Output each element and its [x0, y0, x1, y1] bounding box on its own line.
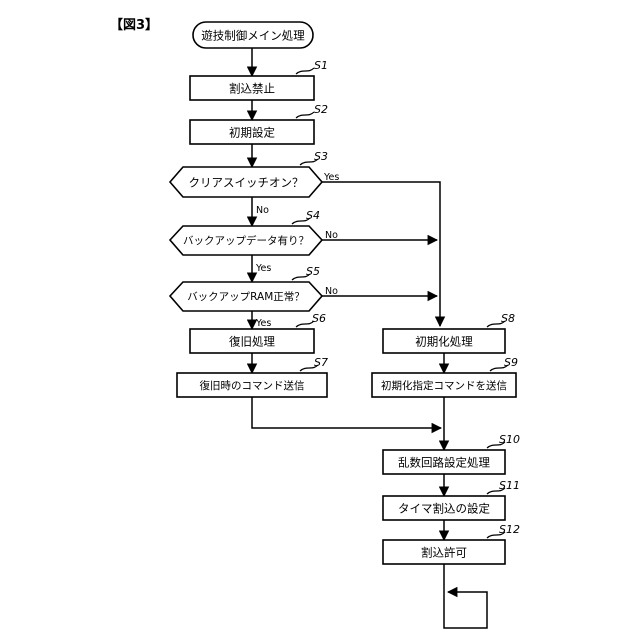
s3-label: クリアスイッチオン？: [189, 176, 304, 190]
s4-no-label: No: [325, 230, 338, 241]
node-s3: クリアスイッチオン？ S3 Yes No: [168, 150, 339, 216]
s5-no-label: No: [325, 286, 338, 297]
s10-shape: [382, 449, 506, 475]
s10-label: 乱数回路設定処理: [398, 456, 490, 470]
s1-step-tag: S1: [314, 59, 328, 72]
node-s9: 初期化指定コマンドを送信 S9: [371, 356, 518, 398]
s4-step-tag: S4: [306, 209, 320, 222]
s4-shape: [168, 225, 324, 256]
s6-label: 復旧処理: [229, 335, 275, 349]
s11-shape: [382, 495, 506, 521]
s1-label: 割込禁止: [229, 82, 275, 96]
s12-label: 割込許可: [421, 546, 467, 560]
s9-label: 初期化指定コマンドを送信: [381, 379, 507, 392]
s5-shape: [168, 281, 324, 312]
s4-yes-label: Yes: [255, 263, 271, 274]
connector-s3-yes-to-rail: [322, 181, 446, 328]
s11-step-tag: S11: [499, 479, 520, 492]
s8-label: 初期化処理: [415, 335, 473, 349]
s7-label: 復旧時のコマンド送信: [200, 379, 305, 392]
s3-yes-label: Yes: [323, 172, 339, 183]
node-s6: 復旧処理 S6: [189, 312, 326, 354]
s2-step-tag: S2: [314, 103, 328, 116]
s9-step-tag: S9: [504, 356, 518, 369]
start-label: 遊技制御メイン処理: [201, 29, 305, 43]
node-s7: 復旧時のコマンド送信 S7: [176, 356, 328, 398]
s8-shape: [382, 328, 506, 354]
s7-shape: [176, 372, 328, 398]
s2-shape: [189, 119, 315, 145]
node-s8: 初期化処理 S8: [382, 312, 515, 354]
s9-shape: [371, 372, 517, 398]
s2-label: 初期設定: [229, 126, 275, 140]
node-s2: 初期設定 S2: [189, 103, 328, 145]
s6-shape: [189, 328, 315, 354]
s12-shape: [382, 539, 506, 565]
s5-label: バックアップRAM正常？: [187, 290, 305, 303]
s1-shape: [189, 75, 315, 101]
s3-shape: [168, 166, 324, 198]
node-s11: タイマ割込の設定 S11: [382, 479, 520, 521]
node-s5: バックアップRAM正常？ S5 No Yes: [168, 265, 338, 329]
connector-s7-to-rail: [251, 397, 443, 434]
figure-label: 【図3】: [110, 17, 158, 33]
node-start: 遊技制御メイン処理: [192, 21, 314, 49]
node-s1: 割込禁止 S1: [189, 59, 328, 101]
node-s12: 割込許可 S12: [382, 523, 520, 565]
s5-yes-label: Yes: [255, 318, 271, 329]
node-s10: 乱数回路設定処理 S10: [382, 433, 520, 475]
s7-step-tag: S7: [314, 356, 328, 369]
s11-label: タイマ割込の設定: [398, 502, 490, 516]
s6-step-tag: S6: [312, 312, 326, 325]
s3-no-label: No: [256, 205, 269, 216]
s10-step-tag: S10: [499, 433, 520, 446]
connector-s12-loop-back: [443, 564, 488, 629]
node-s4: バックアップデータ有り？ S4 No Yes: [168, 209, 338, 274]
s4-label: バックアップデータ有り？: [183, 234, 309, 247]
s5-step-tag: S5: [306, 265, 320, 278]
s12-step-tag: S12: [499, 523, 520, 536]
s3-step-tag: S3: [314, 150, 328, 163]
start-shape: [192, 21, 314, 49]
s8-step-tag: S8: [501, 312, 515, 325]
